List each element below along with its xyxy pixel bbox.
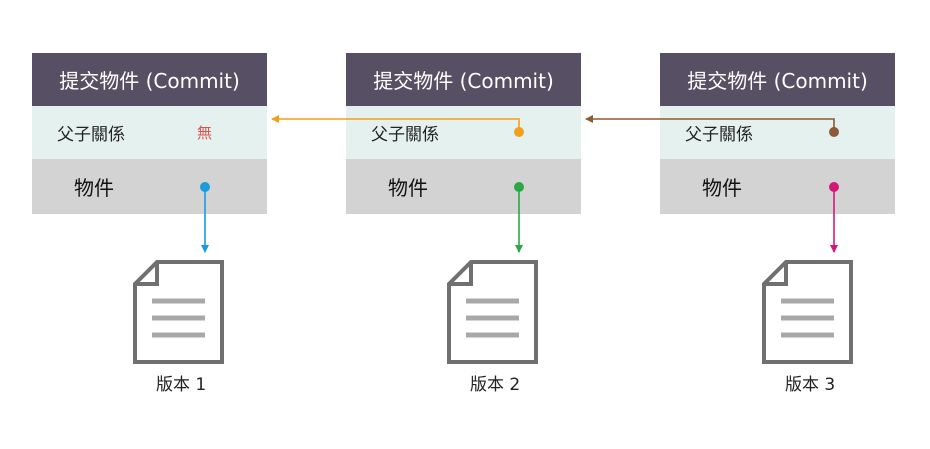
commit-parent-row: 父子關係 xyxy=(660,106,895,159)
object-dot-2 xyxy=(514,182,524,192)
document-icon-2 xyxy=(447,260,538,364)
commit-parent-row: 父子關係 xyxy=(346,106,581,159)
version-label-1: 版本 1 xyxy=(156,375,207,395)
parent-arrow-3-to-2 xyxy=(585,115,835,132)
object-dot-3 xyxy=(829,182,839,192)
parent-label: 父子關係 xyxy=(371,125,439,145)
object-label: 物件 xyxy=(702,176,742,200)
commit-box-3: 提交物件 (Commit) 父子關係 物件 xyxy=(660,53,895,214)
version-label-2: 版本 2 xyxy=(470,375,521,395)
commit-parent-row: 父子關係 無 xyxy=(32,106,267,159)
parent-arrow-2-to-1 xyxy=(271,115,520,132)
parent-value-none: 無 xyxy=(197,124,213,142)
document-icon-1 xyxy=(133,260,224,364)
object-label: 物件 xyxy=(74,176,114,200)
object-label: 物件 xyxy=(388,176,428,200)
commit-box-1: 提交物件 (Commit) 父子關係 無 物件 xyxy=(32,53,267,214)
commit-object-row: 物件 xyxy=(32,159,267,214)
commit-box-2: 提交物件 (Commit) 父子關係 物件 xyxy=(346,53,581,214)
parent-dot-3 xyxy=(829,127,839,137)
document-icon-3 xyxy=(762,260,853,364)
parent-dot-2 xyxy=(514,127,524,137)
parent-label: 父子關係 xyxy=(57,125,125,145)
commit-header: 提交物件 (Commit) xyxy=(346,53,581,106)
object-dot-1 xyxy=(200,182,210,192)
commit-header: 提交物件 (Commit) xyxy=(32,53,267,106)
version-label-3: 版本 3 xyxy=(785,375,836,395)
commit-object-row: 物件 xyxy=(346,159,581,214)
parent-label: 父子關係 xyxy=(685,125,753,145)
commit-header: 提交物件 (Commit) xyxy=(660,53,895,106)
commit-object-row: 物件 xyxy=(660,159,895,214)
